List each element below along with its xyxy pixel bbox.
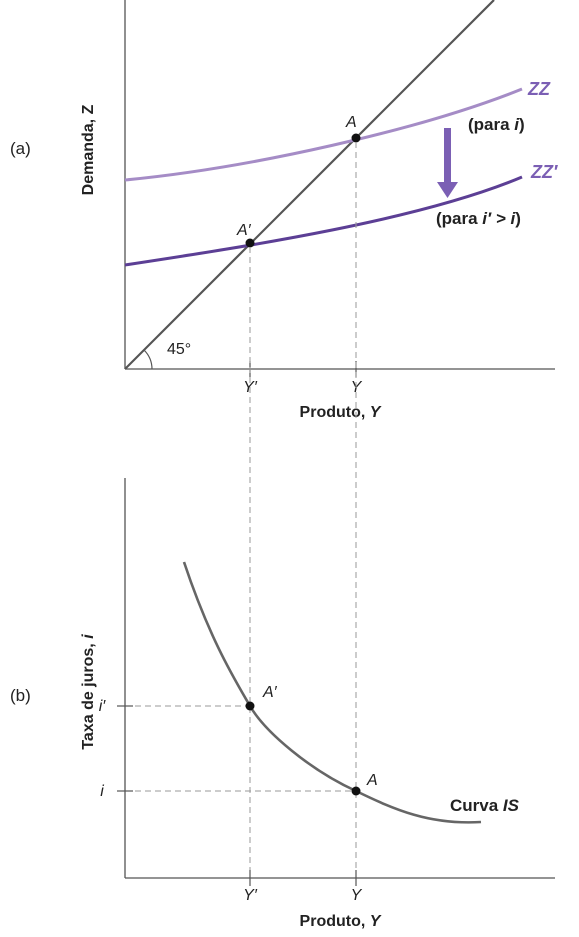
tick-label-y-panel-a: Y [351,379,363,396]
zz-curve [124,87,523,182]
point-a-label-panel-b: A [366,772,378,789]
zz-prime-label: ZZ′ [530,162,558,182]
angle-label: 45° [167,341,191,358]
point-a-prime-panel-a [245,238,255,248]
zz-note: (para i) [468,115,525,134]
point-a-prime-label-panel-a: A′ [236,222,252,239]
panel-b: (b) Taxa de juros, i Produto, Y Curva IS… [10,478,555,930]
point-a-panel-a [351,133,361,143]
tick-label-i: i [100,783,104,800]
is-curve [182,561,482,824]
panel-a-45-degree-line [124,0,495,370]
point-a-panel-b [351,786,361,796]
panel-a: (a) Demanda, Z Produto, Y 45° ZZ (para i… [10,0,558,421]
angle-arc [143,349,153,370]
tick-label-i-prime: i′ [99,698,107,715]
panel-a-tag: (a) [10,139,31,158]
zz-prime-curve [124,175,523,267]
panel-b-tag: (b) [10,686,31,705]
panel-a-y-axis-title: Demanda, Z [80,104,97,195]
panel-a-x-axis-title: Produto, Y [300,404,382,421]
point-a-prime-label-panel-b: A′ [262,684,278,701]
zz-label: ZZ [527,79,551,99]
point-a-prime-panel-b [245,701,255,711]
is-curve-label: Curva IS [450,796,520,815]
zz-prime-note: (para i′ > i) [436,209,521,228]
shift-down-arrow [437,128,458,198]
panel-b-x-axis-title: Produto, Y [300,913,382,930]
tick-label-y-panel-b: Y [351,887,363,904]
panel-b-y-axis-title: Taxa de juros, i [80,634,97,750]
tick-label-y-prime-panel-b: Y′ [243,887,258,904]
point-a-label-panel-a: A [345,114,357,131]
